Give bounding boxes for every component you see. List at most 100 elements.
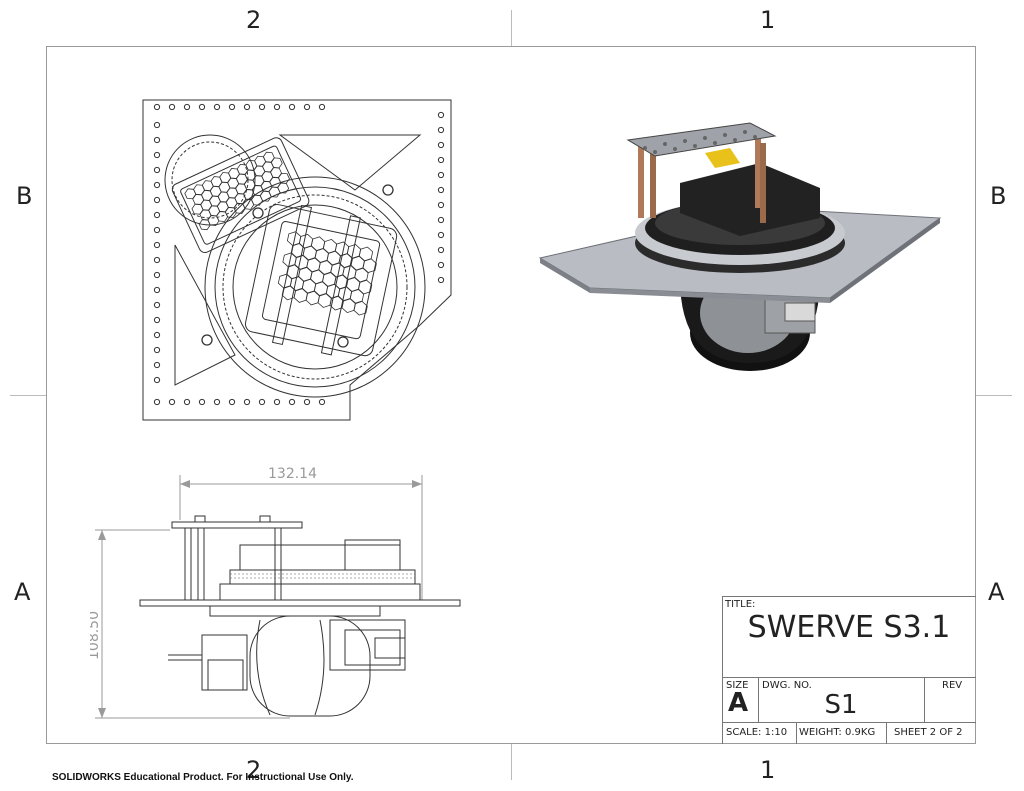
hex-cell — [326, 250, 341, 266]
rev-label: REV — [942, 680, 963, 691]
mounting-hole — [153, 151, 161, 159]
isometric-view — [538, 122, 942, 371]
mounting-hole — [153, 121, 161, 129]
hex-cell — [184, 188, 197, 200]
hex-cell — [289, 276, 305, 291]
mounting-hole — [168, 103, 176, 111]
hex-cell — [301, 278, 317, 294]
mounting-hole — [228, 398, 236, 406]
hex-cell — [313, 281, 329, 296]
hex-cell — [277, 273, 293, 289]
mounting-hole — [213, 398, 221, 406]
height-dimension: 108.50 — [90, 611, 102, 660]
title-block: TITLE: SWERVE S3.1 SIZE A DWG. NO. S1 RE… — [722, 596, 976, 744]
dwg-no-value: S1 — [824, 690, 858, 720]
zone-top-1: 1 — [760, 6, 776, 34]
top-view-drawing — [142, 99, 452, 421]
hex-cell — [322, 238, 338, 254]
mounting-hole — [437, 111, 445, 119]
mounting-hole — [437, 156, 445, 164]
mounting-hole — [437, 261, 445, 269]
educational-watermark: SOLIDWORKS Educational Product. For Inst… — [52, 772, 354, 783]
mounting-hole — [153, 226, 161, 234]
title-label: TITLE: — [725, 599, 756, 610]
zone-bottom-1: 1 — [760, 756, 776, 784]
mounting-hole — [288, 398, 296, 406]
mounting-hole — [243, 103, 251, 111]
hex-cell — [305, 290, 320, 306]
hex-cell — [207, 215, 220, 227]
mounting-hole — [303, 398, 311, 406]
mounting-hole — [153, 301, 161, 309]
mounting-hole — [288, 103, 296, 111]
mounting-hole — [273, 398, 281, 406]
mounting-hole — [153, 196, 161, 204]
mounting-hole — [153, 181, 161, 189]
sheet-text: SHEET 2 OF 2 — [894, 727, 963, 738]
mounting-hole — [153, 256, 161, 264]
hex-cell — [298, 233, 314, 249]
hex-cell — [310, 269, 325, 285]
zone-bottom-2: 2 — [246, 756, 262, 784]
mounting-hole — [258, 398, 266, 406]
hex-cell — [322, 272, 337, 287]
mounting-hole — [273, 103, 281, 111]
zone-divider-bottom — [511, 744, 512, 780]
hex-cell — [350, 255, 365, 271]
zone-left-b: B — [16, 182, 33, 210]
mounting-hole — [258, 103, 266, 111]
mounting-hole — [153, 286, 161, 294]
hex-cell — [314, 248, 329, 263]
mounting-hole — [153, 241, 161, 249]
size-label: SIZE — [726, 680, 749, 691]
mounting-hole — [153, 376, 161, 384]
weight-text: WEIGHT: 0.9KG — [799, 727, 876, 738]
mounting-hole — [168, 398, 176, 406]
mounting-hole — [437, 216, 445, 224]
hex-cell — [286, 264, 301, 280]
hex-cell — [302, 245, 317, 261]
mounting-hole — [183, 398, 191, 406]
mounting-hole — [153, 361, 161, 369]
mounting-hole — [437, 186, 445, 194]
hex-cell — [290, 243, 305, 258]
hex-cell — [306, 257, 321, 273]
mounting-hole — [228, 103, 236, 111]
width-dimension: 132.14 — [268, 466, 317, 482]
mounting-hole — [153, 346, 161, 354]
side-view-drawing: 132.14 108.50 — [90, 466, 461, 719]
mounting-hole — [303, 103, 311, 111]
mounting-hole — [153, 316, 161, 324]
mounting-hole — [153, 166, 161, 174]
hex-cell — [354, 267, 369, 283]
mounting-hole — [437, 231, 445, 239]
dwg-no-label: DWG. NO. — [762, 680, 812, 691]
hex-cell — [353, 300, 368, 316]
mounting-hole — [437, 201, 445, 209]
zone-right-b: B — [990, 182, 1007, 210]
mounting-hole — [437, 141, 445, 149]
size-value: A — [728, 688, 749, 718]
mounting-hole — [318, 103, 326, 111]
mounting-hole — [198, 103, 206, 111]
hex-cell — [349, 289, 365, 304]
hex-cell — [282, 252, 297, 268]
hex-cell — [358, 246, 374, 262]
zone-divider-left — [10, 395, 46, 396]
mounting-hole — [153, 271, 161, 279]
hex-cell — [281, 285, 296, 301]
hex-cell — [341, 298, 356, 314]
mounting-hole — [437, 246, 445, 254]
hex-cell — [293, 288, 308, 303]
mounting-hole — [153, 103, 161, 111]
mounting-hole — [318, 398, 326, 406]
zone-left-a: A — [14, 578, 31, 606]
drawing-border — [46, 46, 976, 744]
zone-top-2: 2 — [246, 6, 262, 34]
mounting-hole — [213, 103, 221, 111]
mounting-hole — [153, 136, 161, 144]
mounting-hole — [243, 398, 251, 406]
hex-cell — [346, 277, 361, 292]
mounting-hole — [153, 331, 161, 339]
zone-divider-top — [511, 10, 512, 46]
